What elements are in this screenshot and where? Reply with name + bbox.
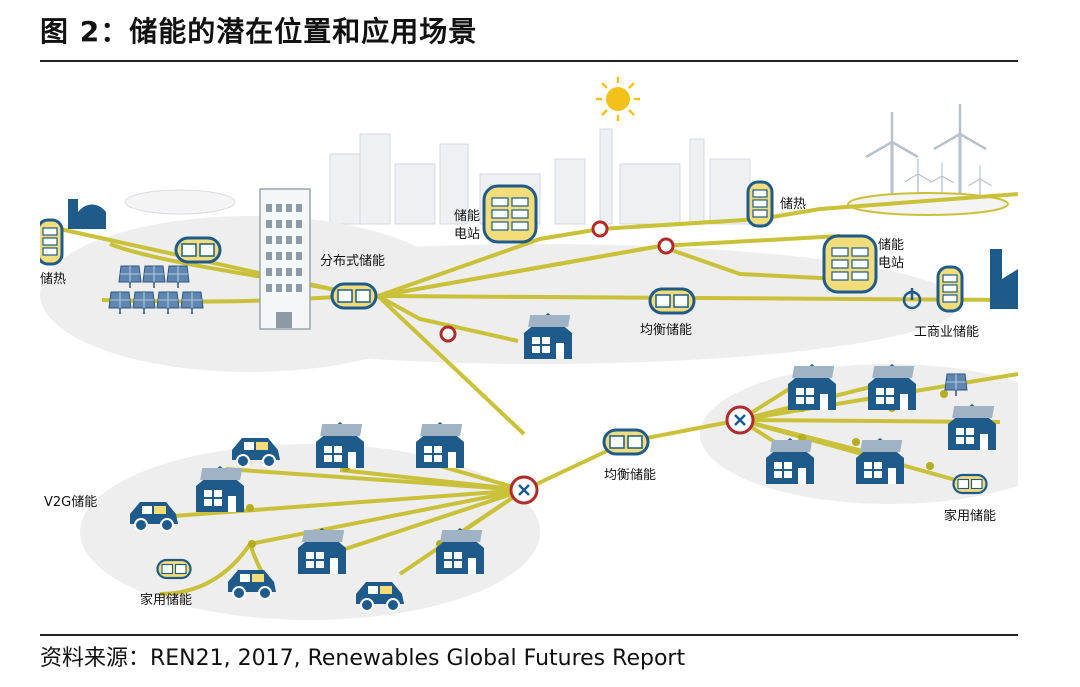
junction-nodes <box>439 220 675 343</box>
distributed-storage-icon <box>330 282 378 310</box>
battery-icon-top-left <box>174 236 222 264</box>
switch-node-right <box>725 405 755 435</box>
home-storage-left-icon <box>156 558 192 580</box>
heat-storage-left-icon <box>40 218 64 266</box>
balance-storage-center-icon <box>648 287 696 315</box>
office-building-icon <box>259 188 311 330</box>
city-skyline-background <box>329 128 751 225</box>
sun-icon <box>596 77 640 121</box>
label-commercial-storage: 工商业储能 <box>914 325 979 340</box>
label-storage-station-right-2: 电站 <box>878 256 904 271</box>
switch-node-left <box>509 475 539 505</box>
heat-storage-right-icon <box>746 180 774 228</box>
label-balance-storage-center: 均衡储能 <box>640 323 692 338</box>
home-storage-right-icon <box>952 473 988 495</box>
label-home-storage-left: 家用储能 <box>140 592 192 608</box>
label-home-storage-right: 家用储能 <box>944 508 996 524</box>
diagram-labels: 储热 储能 电站 储热 储能 电站 分布式储能 均衡储能 工商业储能 均衡储能 … <box>40 197 996 608</box>
factory-right-icon <box>990 249 1018 309</box>
label-storage-station-top-1: 储能 <box>454 209 480 224</box>
commercial-storage-icon <box>936 265 964 313</box>
wind-turbines-icon <box>864 102 993 207</box>
label-v2g-storage: V2G储能 <box>44 495 97 510</box>
figure-source: 资料来源：REN21, 2017, Renewables Global Futu… <box>40 646 686 671</box>
label-heat-storage-left: 储热 <box>40 272 66 287</box>
title-rule <box>40 60 1018 62</box>
factory-icon <box>68 199 106 229</box>
energy-storage-diagram: 储热 储能 电站 储热 储能 电站 分布式储能 均衡储能 工商业储能 均衡储能 … <box>40 77 1018 620</box>
label-distributed-storage: 分布式储能 <box>320 254 385 269</box>
source-rule <box>40 634 1018 636</box>
label-storage-station-top-2: 电站 <box>454 227 480 242</box>
label-heat-storage-right: 储热 <box>780 197 806 212</box>
power-switch-icon <box>902 288 922 310</box>
figure-title: 图 2：储能的潜在位置和应用场景 <box>40 15 478 48</box>
label-balance-storage-mid: 均衡储能 <box>604 468 656 483</box>
storage-station-right-icon <box>822 234 878 294</box>
label-storage-station-right-1: 储能 <box>878 238 904 253</box>
storage-station-top-icon <box>482 184 538 244</box>
balance-storage-mid-icon <box>602 428 650 456</box>
